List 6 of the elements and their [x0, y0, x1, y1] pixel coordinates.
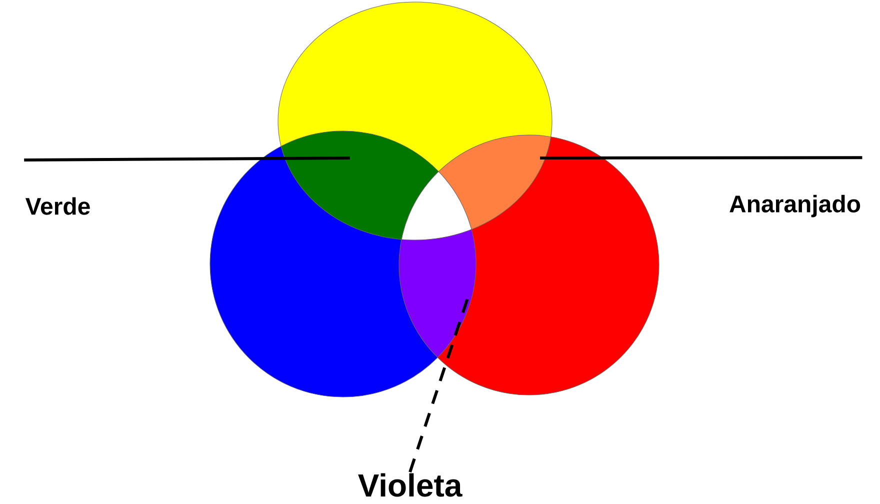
color-label: Anaranjado: [730, 194, 860, 218]
leader-line: [408, 296, 470, 473]
color-label: Verde: [25, 197, 90, 215]
leader-line: [24, 156, 350, 162]
color-label: Violeta: [358, 473, 462, 497]
leader-line: [540, 156, 862, 160]
